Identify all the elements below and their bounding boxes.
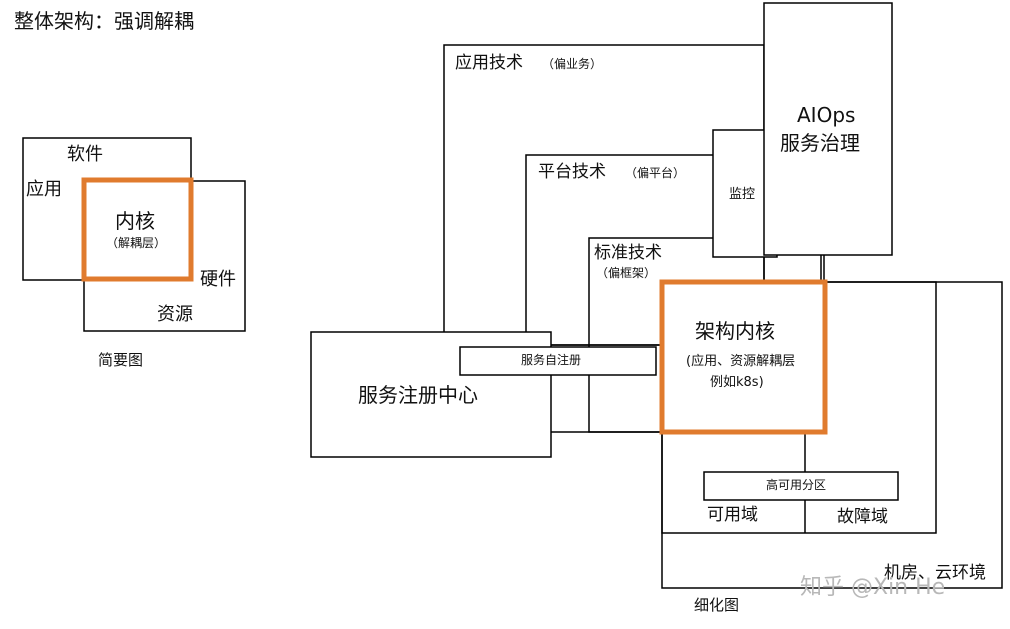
kernel-label: 内核 xyxy=(115,209,155,233)
core-title: 架构内核 xyxy=(695,319,775,343)
service-governance-label: 服务治理 xyxy=(780,131,860,155)
app-tech-label: 应用技术 xyxy=(455,53,523,73)
page-title: 整体架构：强调解耦 xyxy=(14,9,194,33)
std-tech-note: （偏框架） xyxy=(596,266,657,280)
core-note-line1: (应用、资源解耦层 xyxy=(686,354,796,369)
simple-caption: 简要图 xyxy=(98,351,144,369)
app-tech-note: （偏业务） xyxy=(542,57,603,71)
core-note-line2: 例如k8s) xyxy=(710,375,764,390)
detail-caption: 细化图 xyxy=(694,596,740,614)
ha-partition-box xyxy=(703,471,899,501)
platform-tech-note: （偏平台） xyxy=(625,166,686,180)
registry-label: 服务注册中心 xyxy=(358,383,478,407)
self-register-label: 服务自注册 xyxy=(521,353,582,367)
software-label: 软件 xyxy=(67,144,103,165)
core-highlight-box xyxy=(659,279,828,435)
monitor-label: 监控 xyxy=(729,187,756,202)
availability-zone-label: 可用域 xyxy=(707,505,758,525)
hardware-label: 硬件 xyxy=(200,269,236,290)
std-tech-label: 标准技术 xyxy=(594,243,662,263)
aiops-label: AIOps xyxy=(797,103,856,127)
platform-tech-label: 平台技术 xyxy=(538,162,606,182)
kernel-note: （解耦层） xyxy=(106,236,167,250)
watermark-text: 知乎 @Xin He xyxy=(800,575,946,600)
self-register-box xyxy=(459,346,657,376)
aiops-box xyxy=(763,2,893,256)
application-label: 应用 xyxy=(26,179,62,200)
kernel-highlight-box xyxy=(81,177,194,282)
ha-partition-label: 高可用分区 xyxy=(766,478,827,492)
fault-domain-label: 故障域 xyxy=(837,507,888,527)
resources-label: 资源 xyxy=(157,304,193,325)
datacenter-label: 机房、云环境 xyxy=(884,563,986,583)
